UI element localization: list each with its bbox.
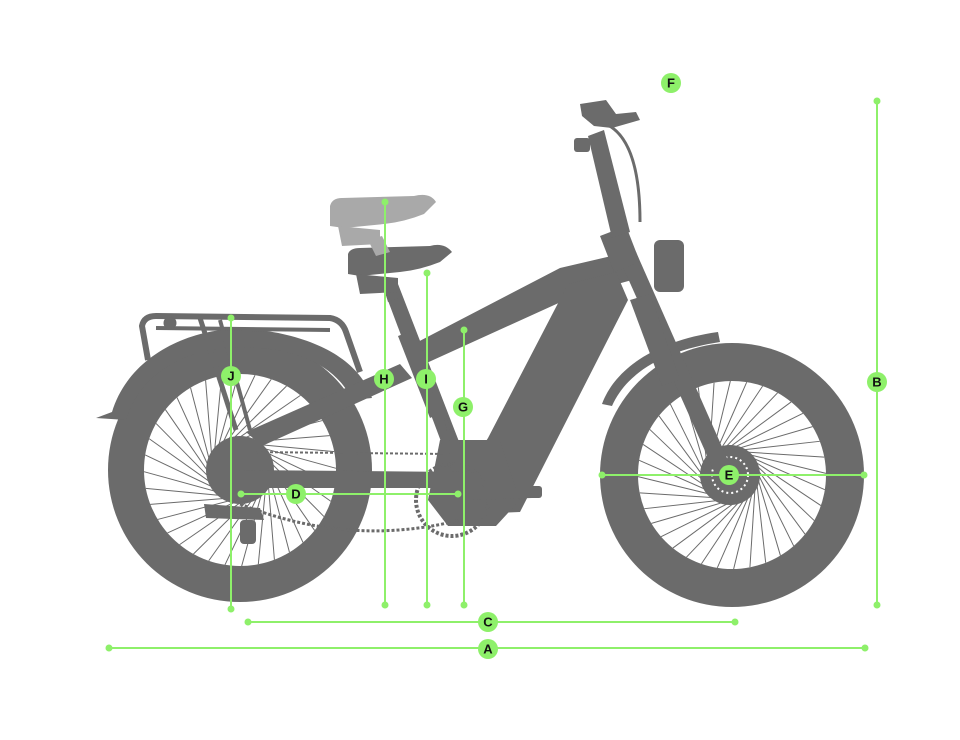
head-tube bbox=[600, 226, 640, 272]
dimension-b-bottom bbox=[873, 601, 881, 609]
label-j-text: J bbox=[227, 369, 234, 384]
derailleur-cage bbox=[240, 520, 256, 544]
label-e: E bbox=[719, 465, 739, 485]
label-g: G bbox=[453, 397, 473, 417]
dimension-labels: A B C D E F G H bbox=[221, 73, 887, 659]
label-b: B bbox=[867, 372, 887, 392]
bike-silhouette bbox=[96, 100, 864, 607]
dimension-j-bottom bbox=[227, 605, 235, 613]
cable bbox=[430, 388, 452, 441]
label-i-text: I bbox=[424, 372, 428, 387]
chain-top bbox=[249, 451, 451, 455]
label-h-text: H bbox=[379, 372, 388, 387]
label-f-text: F bbox=[667, 76, 675, 91]
label-e-text: E bbox=[725, 468, 734, 483]
seat-stay bbox=[246, 364, 412, 446]
dimension-h-top bbox=[381, 198, 389, 206]
stem bbox=[588, 130, 630, 238]
dimension-d-start bbox=[237, 490, 245, 498]
label-j: J bbox=[221, 366, 241, 386]
throttle bbox=[574, 138, 590, 152]
dimension-c-start bbox=[244, 618, 252, 626]
label-g-text: G bbox=[458, 400, 468, 415]
saddle-clamp bbox=[356, 274, 398, 294]
saddle bbox=[348, 244, 452, 276]
dimension-h-bottom bbox=[381, 601, 389, 609]
label-a: A bbox=[478, 639, 498, 659]
label-b-text: B bbox=[872, 375, 881, 390]
dimension-i-top bbox=[423, 269, 431, 277]
dimension-g-bottom bbox=[460, 601, 468, 609]
label-c: C bbox=[478, 612, 498, 632]
chain-stay bbox=[236, 470, 460, 488]
chain bbox=[239, 502, 461, 533]
dimension-e-start bbox=[598, 471, 606, 479]
label-c-text: C bbox=[483, 615, 493, 630]
derailleur bbox=[204, 504, 264, 520]
label-i: I bbox=[416, 369, 436, 389]
crank-pedal bbox=[470, 488, 532, 500]
pedal bbox=[520, 486, 542, 498]
dimension-e-end bbox=[860, 471, 868, 479]
chainring bbox=[414, 462, 490, 538]
dimension-a-end bbox=[861, 644, 869, 652]
dimension-c-end bbox=[731, 618, 739, 626]
dimension-d-end bbox=[454, 490, 462, 498]
label-d: D bbox=[286, 484, 306, 504]
headlight bbox=[654, 240, 684, 292]
label-f: F bbox=[661, 73, 681, 93]
label-d-text: D bbox=[291, 487, 300, 502]
dimension-i-bottom bbox=[423, 601, 431, 609]
brake-cable bbox=[605, 122, 642, 223]
label-h: H bbox=[374, 369, 394, 389]
dimension-a-start bbox=[105, 644, 113, 652]
fork-stanchion bbox=[630, 294, 680, 386]
dimension-j-top bbox=[227, 314, 235, 322]
front-fender bbox=[602, 332, 720, 406]
handlebar bbox=[580, 100, 640, 128]
dimension-g-top bbox=[460, 326, 468, 334]
rear-fender bbox=[96, 328, 372, 420]
dimension-b-top bbox=[873, 97, 881, 105]
label-a-text: A bbox=[483, 642, 493, 657]
